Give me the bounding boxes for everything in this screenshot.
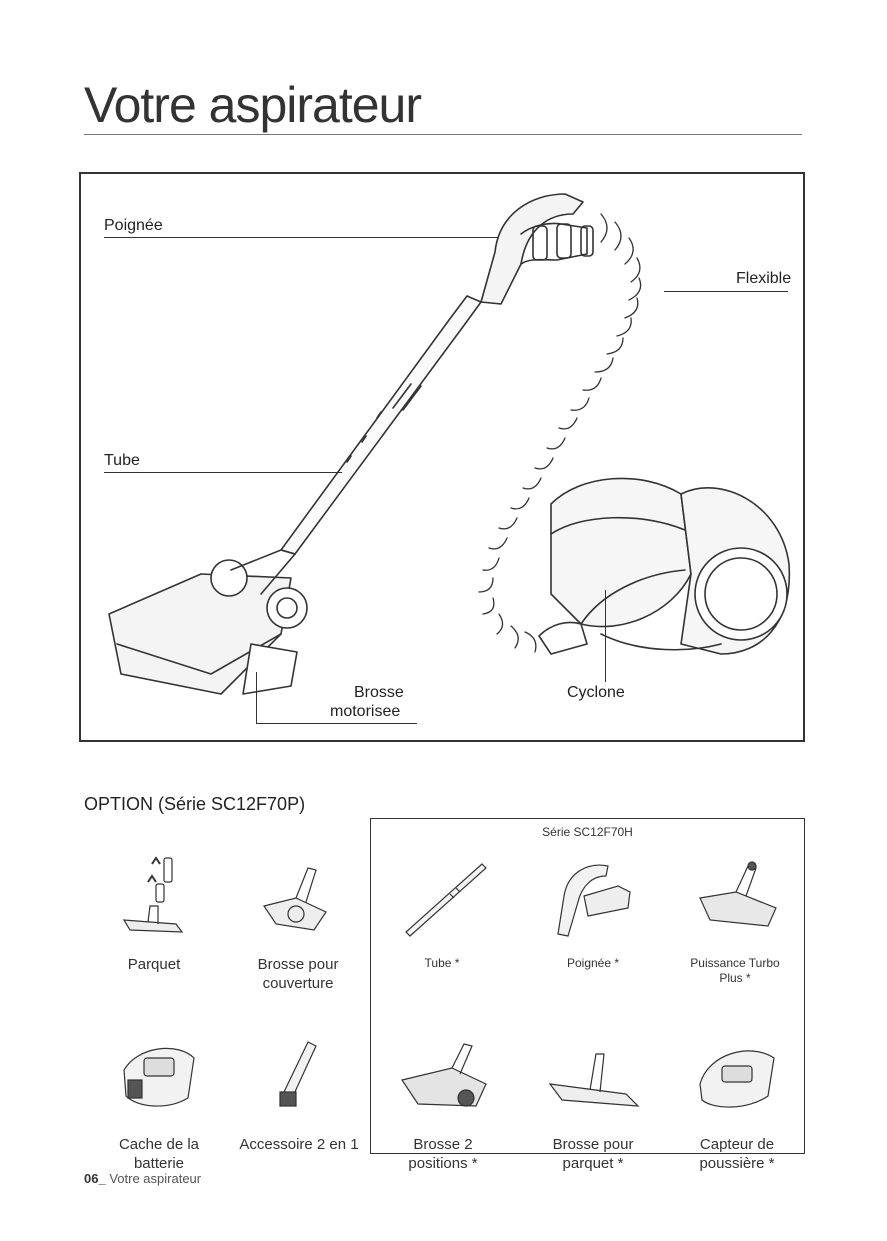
label-turbo-brush: Puissance Turbo Plus * xyxy=(670,956,800,986)
label-brush-line2: motorisee xyxy=(330,703,400,721)
leader-cyclone xyxy=(605,590,606,682)
parquet-floor-brush-icon xyxy=(546,1044,642,1114)
leader-tube xyxy=(104,472,342,473)
label-two-position-brush: Brosse 2 positions * xyxy=(388,1136,498,1174)
page-number: 06_ xyxy=(84,1171,106,1186)
label-cyclone: Cyclone xyxy=(567,684,625,702)
turbo-brush-icon xyxy=(696,858,780,938)
handle-icon xyxy=(548,856,638,940)
tube-icon xyxy=(400,858,490,938)
leader-brush xyxy=(256,723,417,724)
label-handle: Poignée xyxy=(104,217,163,235)
label-tube-accessory: Tube * xyxy=(392,956,492,971)
label-hose: Flexible xyxy=(736,270,791,288)
parquet-brush-icon xyxy=(118,852,188,942)
label-blanket-brush: Brosse pour couverture xyxy=(228,956,368,994)
series-label: Série SC12F70H xyxy=(370,825,805,839)
label-handle-accessory: Poignée * xyxy=(538,956,648,971)
label-brush-line1: Brosse xyxy=(354,684,404,702)
page-title: Votre aspirateur xyxy=(84,80,421,130)
battery-cover-icon xyxy=(118,1040,200,1112)
leader-hose xyxy=(664,291,788,292)
dust-sensor-icon xyxy=(694,1040,780,1114)
label-parquet-floor-brush: Brosse pour parquet * xyxy=(528,1136,658,1174)
title-divider xyxy=(84,134,802,135)
options-title: OPTION (Série SC12F70P) xyxy=(84,794,305,815)
label-two-in-one: Accessoire 2 en 1 xyxy=(226,1136,372,1155)
vacuum-illustration xyxy=(81,174,803,740)
two-in-one-tool-icon xyxy=(264,1038,328,1114)
leader-brush-vertical xyxy=(256,672,257,724)
page-footer: 06_ Votre aspirateur xyxy=(84,1171,201,1186)
blanket-brush-icon xyxy=(256,858,336,938)
two-position-brush-icon xyxy=(396,1040,492,1116)
footer-section: Votre aspirateur xyxy=(109,1171,201,1186)
label-tube: Tube xyxy=(104,452,140,470)
label-battery-cover: Cache de la batterie xyxy=(94,1136,224,1174)
label-parquet: Parquet xyxy=(94,956,214,975)
label-dust-sensor: Capteur de poussière * xyxy=(672,1136,802,1174)
leader-handle xyxy=(104,237,499,238)
